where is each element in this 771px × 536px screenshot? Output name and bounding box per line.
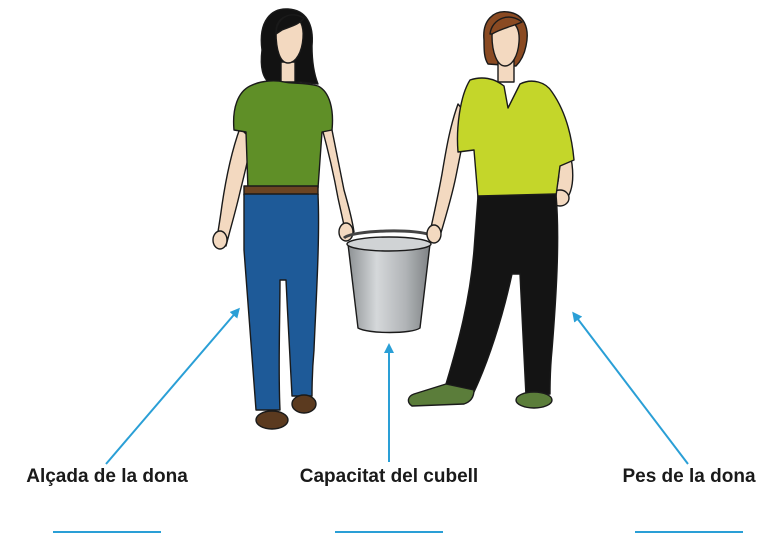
woman-right-shoe-left [407,383,475,407]
label-weight: Pes de la dona [622,466,756,487]
answer-line-height[interactable] [53,531,161,533]
answer-line-capacity[interactable] [335,531,443,533]
woman-right-pants [445,193,559,397]
label-height: Alçada de la dona [26,466,188,487]
label-capacity: Capacitat del cubell [299,466,479,487]
woman-right-shirt [456,77,575,199]
bucket [342,229,433,334]
answer-line-weight[interactable] [635,531,743,533]
woman-left [212,8,355,430]
woman-left-shirt [232,80,334,191]
arrow-weight [572,311,689,465]
woman-left-shoe-left [255,410,289,430]
woman-right [407,11,575,409]
woman-left-arm-right [321,127,355,237]
woman-left-jeans [243,193,320,411]
woman-right-shoe-right [515,391,553,409]
bucket-rim [346,236,432,252]
arrow-height [105,307,240,465]
bucket-body [347,243,431,334]
woman-left-shoe-right [291,394,317,414]
